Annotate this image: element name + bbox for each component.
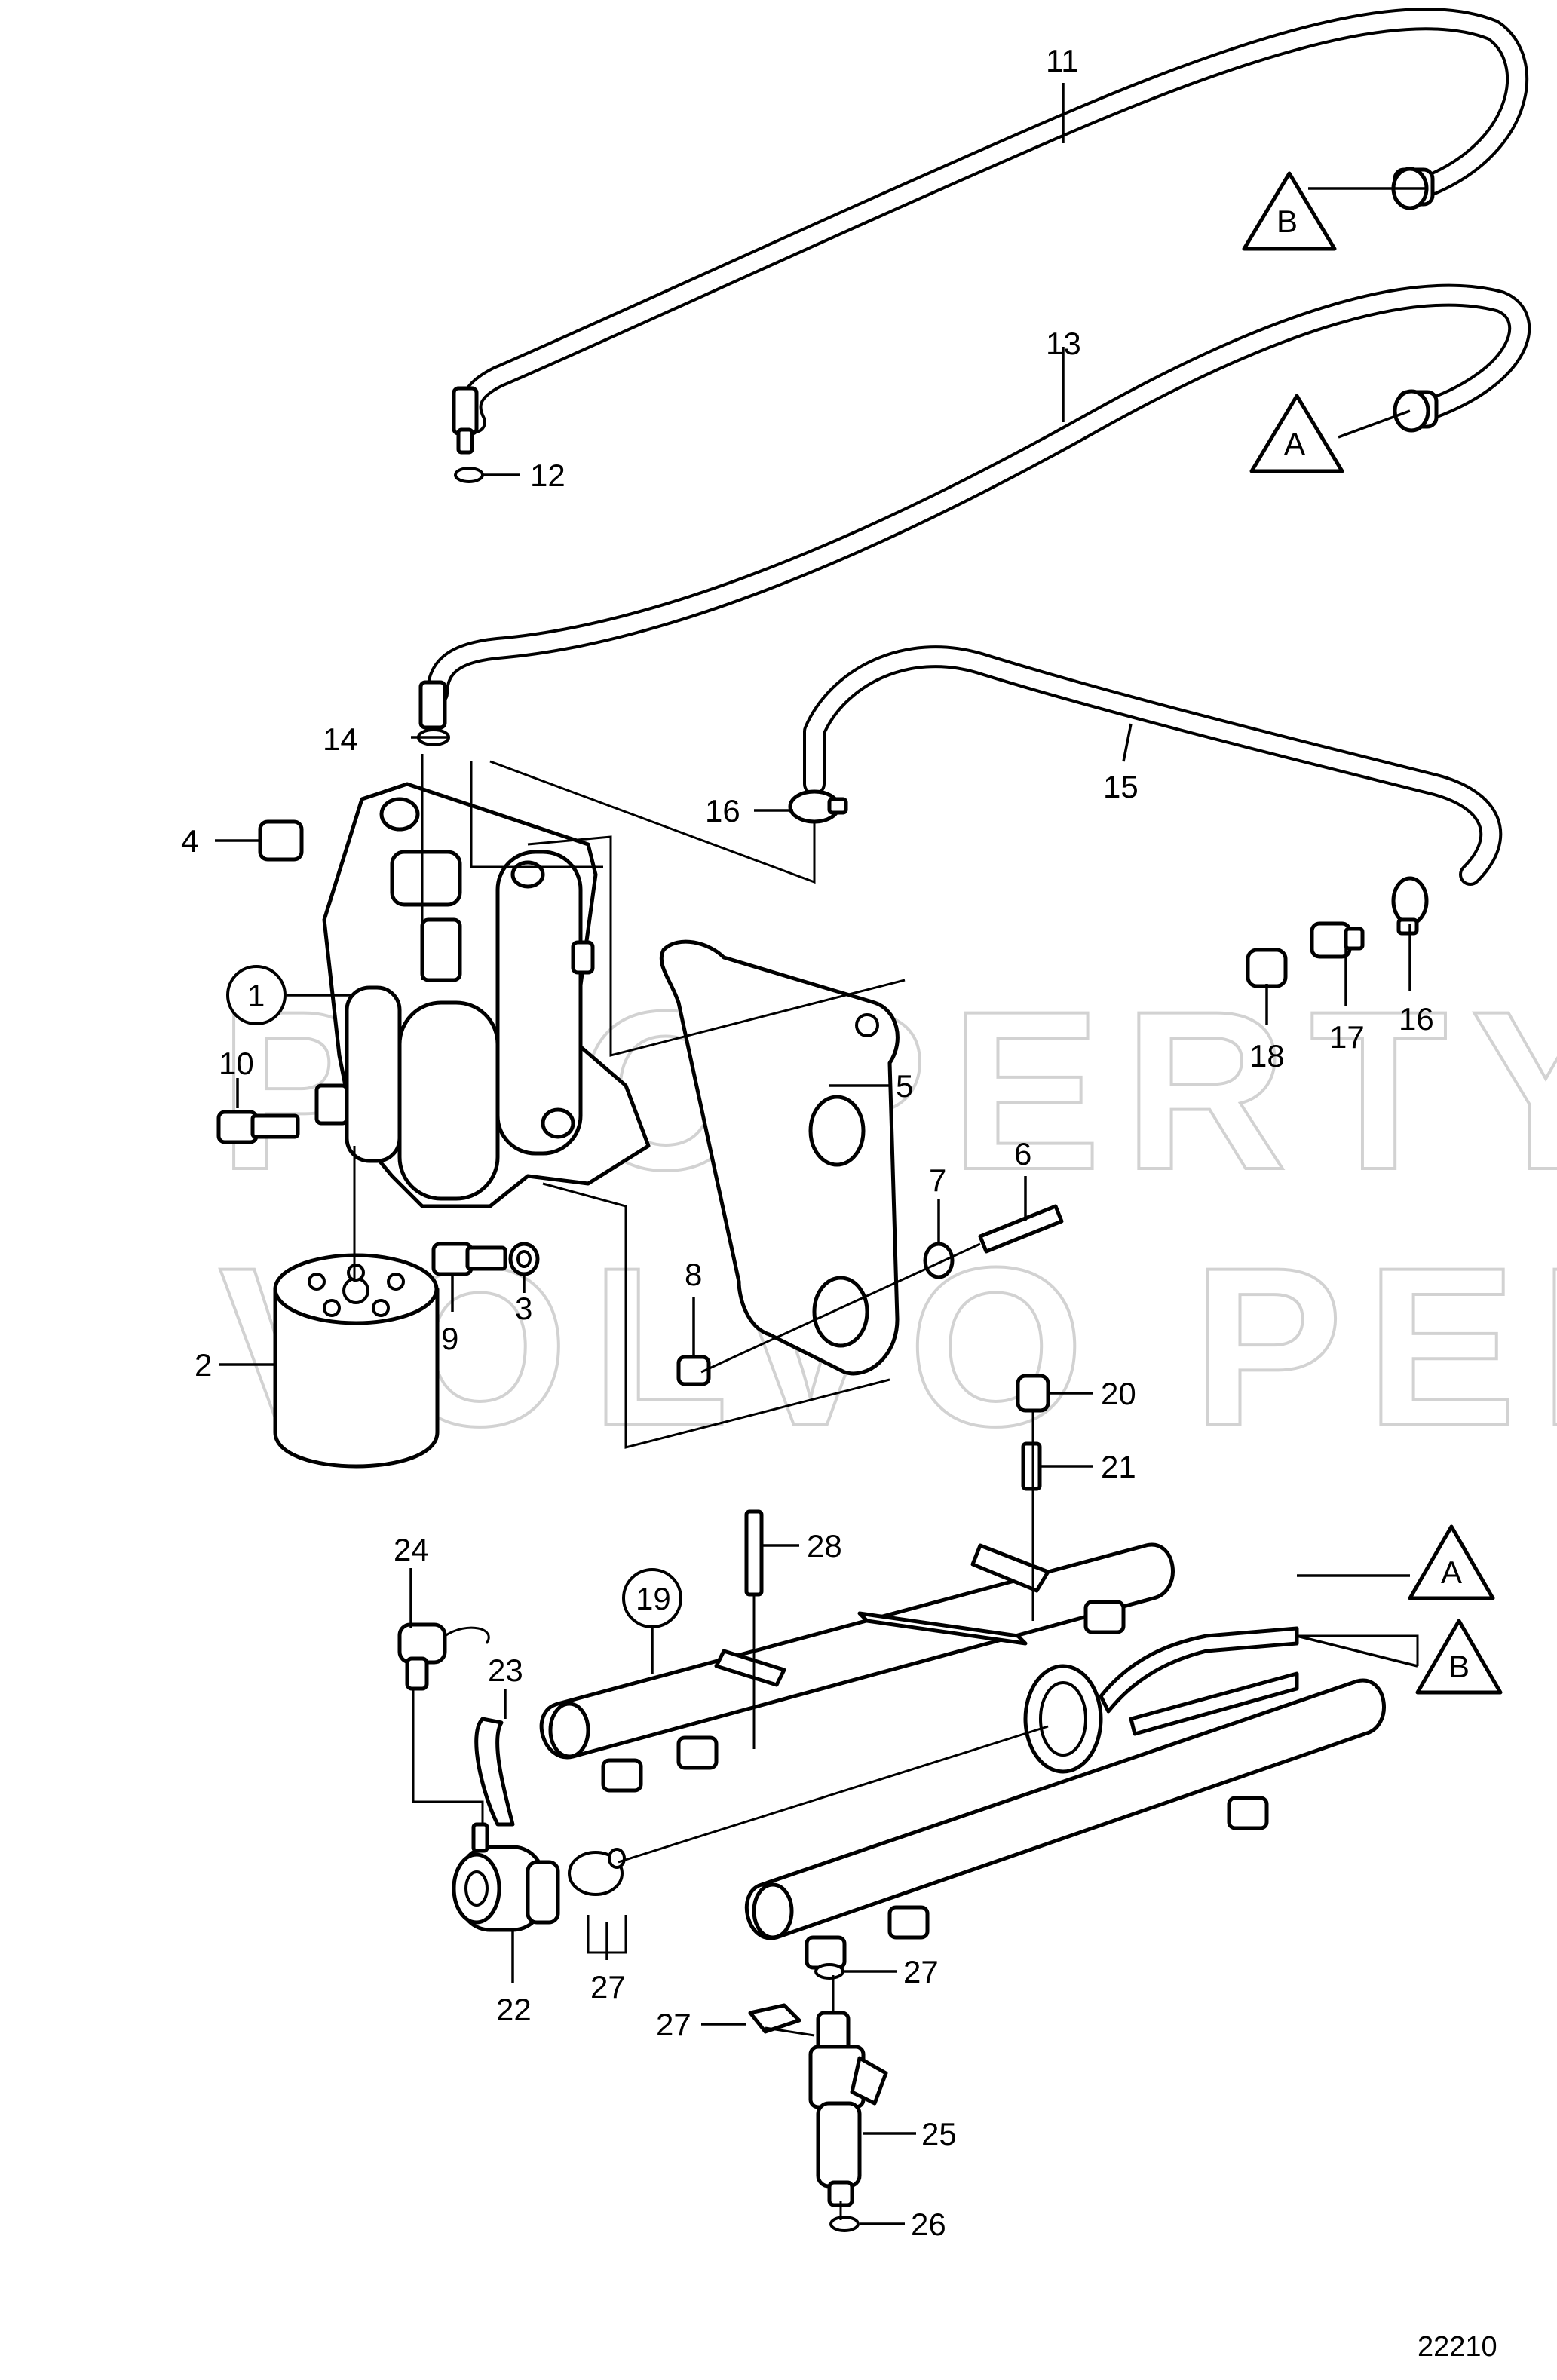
fitting-18 (1246, 948, 1288, 988)
callout-15: 15 (1103, 769, 1139, 804)
callout-1: 1 (247, 978, 265, 1013)
callout-12: 12 (530, 458, 565, 493)
fuel-filter-2 (273, 1253, 440, 1469)
callout-25: 25 (921, 2116, 957, 2152)
pressure-regulator-22 (452, 1822, 560, 1932)
callout-16-lower: 16 (1399, 1001, 1434, 1037)
callout-27-regulator: 27 (590, 1969, 626, 2005)
vacuum-hose-23 (474, 1717, 515, 1827)
washer-7 (923, 1242, 955, 1279)
callout-22: 22 (496, 1992, 532, 2027)
leader-lines (215, 83, 1425, 2225)
callout-13: 13 (1046, 326, 1081, 361)
callout-1-circle (226, 965, 287, 1025)
o-ring-26 (829, 2216, 860, 2232)
bolt-10 (216, 1110, 300, 1144)
stud-6 (978, 1204, 1064, 1254)
plug-4 (258, 819, 304, 862)
callout-27-clip: 27 (656, 2007, 691, 2042)
o-rings-27-regulator (568, 1848, 626, 1896)
callout-14: 14 (323, 721, 358, 757)
callout-28: 28 (807, 1528, 842, 1564)
connection-marker-top-b: B (1242, 171, 1337, 251)
callout-24: 24 (394, 1532, 429, 1567)
connection-marker-rail-b: B (1415, 1619, 1503, 1695)
callout-21: 21 (1101, 1449, 1136, 1484)
callout-2: 2 (195, 1347, 212, 1383)
stud-28 (744, 1509, 764, 1597)
callout-26: 26 (911, 2207, 946, 2242)
hose-clamp-16-upper (788, 789, 848, 824)
callout-11: 11 (1046, 43, 1079, 78)
connector-24 (397, 1622, 490, 1691)
bolt-9 (431, 1242, 507, 1276)
fuel-hose-13 (418, 283, 1531, 730)
callout-6: 6 (1014, 1136, 1031, 1172)
marker-top-a-label: A (1284, 426, 1305, 461)
fuel-hose-11 (452, 8, 1528, 455)
fuel-injector-25 (808, 2011, 888, 2207)
callout-16-upper: 16 (705, 793, 740, 829)
return-hose-15 (803, 645, 1503, 886)
callout-23: 23 (488, 1653, 523, 1688)
fitting-17 (1310, 921, 1365, 959)
connection-marker-rail-a: A (1408, 1524, 1495, 1600)
callout-numbers: 11 12 13 14 15 16 16 17 18 4 1 10 9 3 2 … (181, 43, 1497, 2363)
callout-10: 10 (219, 1046, 254, 1081)
fuel-pump-assembly-1 (314, 782, 651, 1208)
connection-marker-top-a: A (1249, 394, 1344, 473)
callout-5: 5 (896, 1068, 913, 1104)
o-ring-27-rail (814, 1963, 844, 1980)
callout-19: 19 (636, 1581, 671, 1616)
callout-17: 17 (1329, 1019, 1365, 1055)
marker-rail-a-label: A (1441, 1555, 1462, 1590)
washer-3 (508, 1242, 540, 1276)
schrader-valve-21 (1021, 1441, 1042, 1491)
callout-9: 9 (441, 1321, 458, 1356)
cap-20 (1016, 1374, 1050, 1413)
callout-27-rail: 27 (903, 1954, 939, 1989)
callout-7: 7 (929, 1162, 946, 1198)
callout-4: 4 (181, 823, 198, 859)
o-ring-12 (454, 467, 484, 483)
fuel-rail-19 (539, 1542, 1386, 1970)
figure-number: 22210 (1418, 2331, 1497, 2363)
callout-3: 3 (515, 1291, 532, 1326)
callout-20: 20 (1101, 1376, 1136, 1411)
callout-18: 18 (1249, 1038, 1285, 1074)
callout-8: 8 (685, 1257, 702, 1292)
bracket-5 (659, 939, 900, 1376)
callout-19-circle (622, 1568, 682, 1628)
marker-rail-b-label: B (1448, 1649, 1470, 1684)
marker-top-b-label: B (1277, 204, 1298, 239)
clip-27 (748, 2003, 801, 2034)
